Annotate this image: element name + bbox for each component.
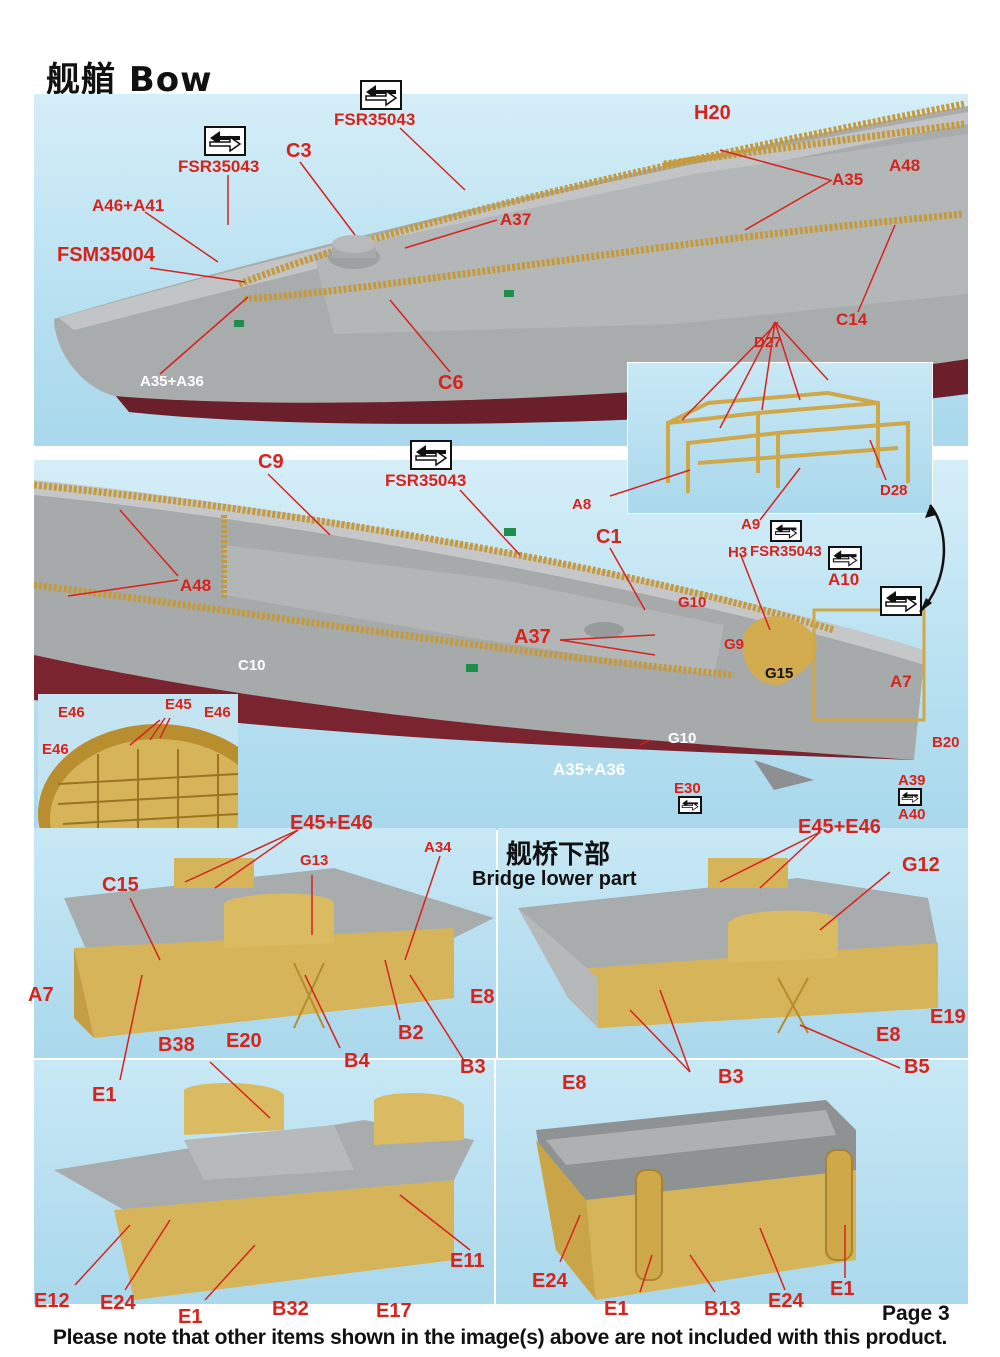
label-e11: E11 — [450, 1250, 485, 1272]
label-c3: C3 — [286, 140, 312, 162]
double-arrow-icon — [901, 791, 919, 804]
double-arrow-icon — [832, 550, 858, 567]
label-c14: C14 — [836, 310, 868, 329]
closeup-drawing — [38, 724, 238, 844]
label-b2: B2 — [398, 1022, 424, 1044]
label-h20: H20 — [694, 102, 731, 124]
label-b32: B32 — [272, 1298, 309, 1320]
arrow-badge-e30 — [678, 796, 702, 814]
arrow-badge-fsr-left — [204, 126, 246, 156]
label-fsr35043-mid: FSR35043 — [385, 471, 467, 490]
label-fsm35004: FSM35004 — [57, 244, 155, 266]
label-a10: A10 — [828, 570, 860, 589]
label-a37-mid: A37 — [514, 626, 551, 648]
label-g10-lower: G10 — [668, 730, 697, 747]
double-arrow-icon — [365, 85, 398, 107]
label-e46-c: E46 — [42, 741, 69, 758]
label-fsr35043-small: FSR35043 — [750, 543, 822, 560]
label-a35: A35 — [832, 170, 864, 189]
label-e8-center: E8 — [562, 1072, 587, 1094]
label-e24-right: E24 — [768, 1290, 804, 1312]
bridge-left-drawing — [64, 858, 494, 1038]
label-a9: A9 — [741, 516, 761, 533]
label-e1-left: E1 — [92, 1084, 117, 1106]
label-c10: C10 — [238, 657, 266, 674]
label-d28: D28 — [880, 482, 908, 499]
label-b3-left: B3 — [460, 1056, 486, 1078]
label-g12: G12 — [902, 854, 940, 876]
label-a7-mid: A7 — [890, 672, 912, 691]
label-e46-a: E46 — [58, 704, 85, 721]
bridge-title-cn: 舰桥下部 — [506, 840, 611, 870]
label-h3: H3 — [728, 544, 748, 561]
label-b4: B4 — [344, 1050, 370, 1072]
double-arrow-icon — [885, 591, 918, 613]
arrow-badge-fsr-top — [360, 80, 402, 110]
bridge-front-right-drawing — [536, 1100, 856, 1300]
label-e45-e46-right: E45+E46 — [798, 816, 881, 838]
double-arrow-icon — [415, 445, 448, 467]
arrow-badge-a40 — [898, 788, 922, 806]
arrow-badge-h3 — [770, 520, 802, 542]
label-a48-top: A48 — [889, 156, 921, 175]
label-c9: C9 — [258, 451, 284, 473]
label-a8: A8 — [572, 496, 592, 513]
label-b20: B20 — [932, 734, 960, 751]
label-d27: D27 — [754, 334, 782, 351]
label-a37-top: A37 — [500, 210, 532, 229]
photo-bridge-left — [34, 828, 496, 1058]
label-e19: E19 — [930, 1006, 966, 1028]
label-a46-a41: A46+A41 — [92, 196, 165, 215]
label-e1-bottom-left: E1 — [178, 1306, 203, 1328]
label-e12: E12 — [34, 1290, 70, 1312]
label-a35-a36-top: A35+A36 — [140, 373, 204, 390]
label-b3-right: B3 — [718, 1066, 744, 1088]
label-a48-mid: A48 — [180, 576, 212, 595]
label-e46-b: E46 — [204, 704, 231, 721]
disclaimer-note: Please note that other items shown in th… — [52, 1326, 948, 1349]
label-e8-left: E8 — [470, 986, 495, 1008]
arrow-badge-a10 — [828, 546, 862, 570]
label-g10-upper: G10 — [678, 594, 707, 611]
inset-e45-closeup — [38, 694, 238, 844]
double-arrow-icon — [681, 799, 699, 812]
label-b13: B13 — [704, 1298, 741, 1320]
label-e1-mid: E1 — [604, 1298, 629, 1320]
double-arrow-icon — [775, 524, 798, 539]
label-a39: A39 — [898, 772, 926, 789]
label-e8-right: E8 — [876, 1024, 901, 1046]
label-e24-mid: E24 — [532, 1270, 568, 1292]
label-c1: C1 — [596, 526, 622, 548]
arrow-badge-fsr-mid — [410, 440, 452, 470]
label-fsr35043-left: FSR35043 — [178, 157, 260, 176]
label-a35-a36-mid: A35+A36 — [553, 760, 626, 779]
label-c6: C6 — [438, 372, 464, 394]
label-e30: E30 — [674, 780, 701, 797]
label-a40: A40 — [898, 806, 926, 823]
bridge-title-en: Bridge lower part — [472, 868, 637, 890]
label-a7-bridge: A7 — [28, 984, 54, 1006]
label-a34: A34 — [424, 839, 452, 856]
label-e45-inset: E45 — [165, 696, 192, 713]
label-b5: B5 — [904, 1056, 930, 1078]
label-fsr35043-top: FSR35043 — [334, 110, 416, 129]
label-g9: G9 — [724, 636, 745, 653]
bridge-rear-left-drawing — [54, 1083, 474, 1300]
photo-bridge-front-right — [496, 1060, 968, 1304]
label-e20: E20 — [226, 1030, 262, 1052]
page-number: Page 3 — [882, 1302, 950, 1325]
label-g13: G13 — [300, 852, 329, 869]
page-title: 舰艏 Bow — [46, 60, 213, 100]
label-g15: G15 — [765, 665, 794, 682]
double-arrow-icon — [209, 131, 242, 153]
label-b38: B38 — [158, 1034, 195, 1056]
label-c15: C15 — [102, 874, 139, 896]
label-e24-left: E24 — [100, 1292, 136, 1314]
label-e1-right: E1 — [830, 1278, 855, 1300]
label-e45-e46-left: E45+E46 — [290, 812, 373, 834]
label-e17: E17 — [376, 1300, 412, 1322]
arrow-badge-railing — [880, 586, 922, 616]
